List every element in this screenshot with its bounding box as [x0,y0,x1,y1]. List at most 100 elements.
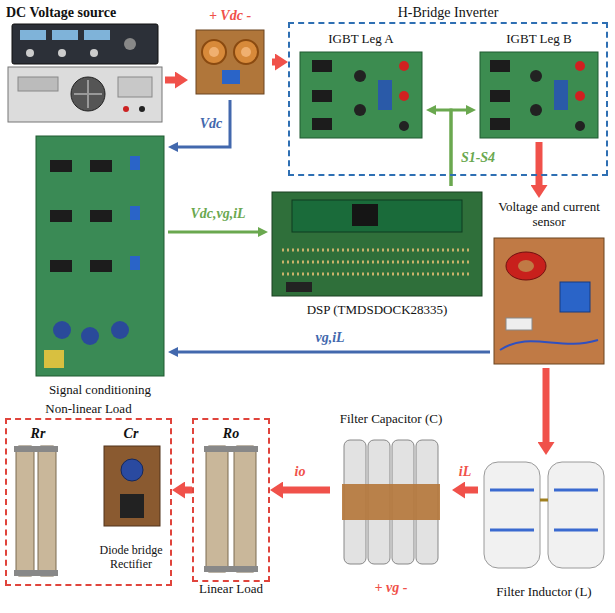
igbt-leg-a-picture-part [399,61,409,71]
igbt-leg-b-picture-part [480,52,598,138]
node-label: Non-linear Load [7,402,170,417]
load-group: RrCrDiode bridge RectifierNon-linear Loa… [5,418,172,586]
dc-source-picture-part [8,67,162,122]
dc-source-picture-part [90,49,98,57]
signal-board-picture-part [90,210,112,222]
dsp-board-picture-part [352,204,378,226]
rr-resistor-picture-part [14,446,58,452]
node-sublabel: + vg - [330,580,452,596]
resistor-photo: Ro [198,424,264,576]
igbt-leg-b-picture-part [490,118,510,130]
igbt-leg-a-picture [300,52,422,138]
dsp-board-picture-part [282,250,472,274]
node-label: + Vdc - [188,8,272,24]
rr-resistor-picture [14,446,58,576]
dc-link-board-picture [196,30,264,94]
dc-source-picture-part [118,77,152,97]
node-label: DC Voltage source [5,5,165,21]
signal-label: iL [457,464,473,480]
dc-source-picture-part [18,77,58,91]
dc-link-board-picture-part [222,70,240,84]
node-label: Rr [10,426,66,442]
power-arrow [272,59,275,66]
power-arrow [536,142,543,185]
dc-link-board-picture-part [241,47,251,57]
inductor-picture [484,462,604,568]
source-photo: DC Voltage source [5,3,165,125]
rectifier-photo: CrDiode bridge Rectifier [94,424,168,574]
signal-board-picture-part [50,260,72,272]
node-label: Cr [94,426,168,442]
dc-link-board-picture-part [234,40,258,64]
rr-resistor-picture-part [14,570,58,576]
signal-label: Vdc,vg,iL [188,206,247,222]
power-arrow [283,487,330,494]
igbt-leg-a-picture-part [399,91,409,101]
dc-source-picture-part [12,24,158,64]
node-label: Filter Inductor (L) [478,585,610,600]
igbt-leg-a-picture-part [312,60,332,72]
capacitor-picture [342,440,440,564]
sensor-board-picture-part [506,318,532,330]
node-sublabel: Diode bridge Rectifier [94,544,168,572]
dc-source-picture-part [139,106,145,112]
dc-link-board-picture-part [202,40,226,64]
dc-source-picture-part [71,77,105,111]
signal-board-picture-part [44,350,64,368]
power-arrow [185,487,192,494]
node-label: Ro [198,426,264,442]
inductor-picture-part [540,499,548,502]
inductor-picture-part [548,462,604,568]
inductor-photo: Filter Inductor (L) [478,455,610,602]
dc-link-photo: + Vdc - [188,6,272,100]
inverter-group: IGBT Leg AIGBT Leg BH-Bridge Inverter [288,22,608,176]
signal-label: vg,iL [313,330,346,346]
igbt-leg-b-picture-part [575,61,585,71]
signal-board-picture-part [130,206,140,220]
node-label: Voltage and current sensor [490,200,608,230]
dc-link-board-picture-part [196,30,264,94]
signal-label: Vdc [198,116,225,132]
sensor-board-picture-part [518,260,534,272]
dsp-board-picture-part [272,192,482,296]
igbt-leg-a-picture-part [354,104,366,116]
dc-link-board-picture-part [209,47,219,57]
ro-resistor-picture-part [204,566,258,572]
rr-resistor-picture-part [16,446,34,576]
signal-arrow [168,231,258,234]
igbt-leg-photo: IGBT Leg A [296,30,426,142]
inductor-picture-part [490,490,598,530]
ro-resistor-picture-part [204,446,258,452]
ro-resistor-picture [204,446,258,572]
igbt-leg-b-picture-part [575,121,585,131]
resistor-photo: Rr [10,424,66,580]
power-arrow [543,368,550,442]
sensor-board-picture-part [500,340,598,350]
igbt-leg-b-picture-part [490,90,510,102]
conditioning-photo: Signal conditioning [32,132,168,400]
signal-arrow [178,100,230,147]
igbt-leg-photo: IGBT Leg B [476,30,602,142]
signal-board-picture-part [50,210,72,222]
signal-arrow [178,351,490,354]
signal-board-picture-part [50,160,72,172]
node-label: Linear Load [194,582,268,597]
dc-source-picture-part [124,38,136,50]
ro-resistor-picture-part [206,446,228,572]
node-label: Filter Capacitor (C) [330,412,452,427]
igbt-leg-b-picture-part [530,104,542,116]
signal-label: io [293,464,308,480]
igbt-leg-a-picture-part [354,70,366,82]
dc-source-picture-part [123,106,129,112]
dc-source-picture-part [52,30,78,40]
signal-board-picture-part [90,260,112,272]
sensor-board-picture-part [560,282,590,312]
dc-source-picture-part [20,30,46,40]
dsp-photo: DSP (TMDSDOCK28335) [268,186,486,320]
rectifier-board-picture-part [120,494,144,518]
inductor-picture-part [484,462,540,568]
dc-source-picture-part [84,30,110,40]
igbt-leg-b-picture-part [554,80,568,110]
igbt-leg-a-picture-part [312,90,332,102]
